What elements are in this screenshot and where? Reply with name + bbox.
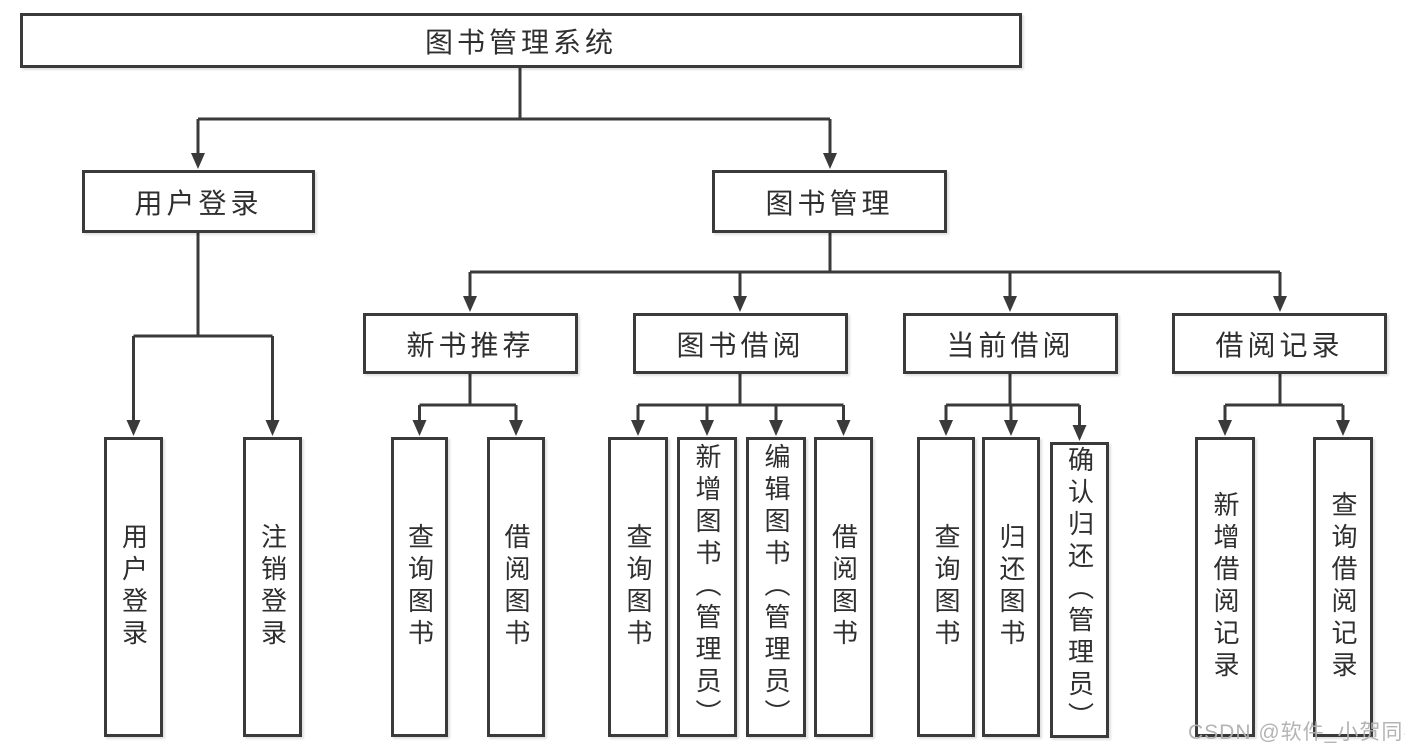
node-edit-books-admin: 编辑图书（管理员）	[746, 437, 806, 737]
node-query-borrow-record: 查询借阅记录	[1313, 437, 1373, 737]
node-label: 归还图书	[996, 523, 1026, 651]
node-add-borrow-record: 新增借阅记录	[1195, 437, 1255, 737]
node-borrow-books-recommend: 借阅图书	[487, 437, 545, 737]
node-library-management-system: 图书管理系统	[20, 13, 1022, 68]
node-label: 查询图书	[623, 523, 653, 651]
node-query-books-recommend: 查询图书	[391, 437, 448, 737]
watermark-text: CSDN @软件_小贺同学	[1188, 721, 1405, 744]
node-current-borrowing: 当前借阅	[903, 313, 1118, 374]
node-user-login-leaf: 用户登录	[104, 437, 163, 737]
node-label: 注销登录	[257, 523, 288, 651]
node-user-login: 用户登录	[82, 170, 315, 233]
node-confirm-return-admin: 确认归还（管理员）	[1050, 442, 1109, 738]
node-logout: 注销登录	[243, 437, 302, 737]
node-book-management: 图书管理	[712, 170, 947, 233]
node-return-books: 归还图书	[982, 437, 1040, 737]
node-query-books-borrowing: 查询图书	[608, 437, 668, 737]
node-label: 用户登录	[134, 187, 263, 219]
node-label: 查询图书	[931, 523, 961, 651]
node-label: 用户登录	[118, 523, 149, 651]
node-book-borrowing: 图书借阅	[633, 313, 848, 374]
node-borrowing-records: 借阅记录	[1172, 313, 1387, 374]
node-label: 确认归还（管理员）	[1064, 446, 1095, 734]
node-label: 编辑图书（管理员）	[761, 443, 791, 731]
node-label: 新增借阅记录	[1210, 491, 1240, 683]
node-label: 新增图书（管理员）	[692, 443, 722, 731]
node-new-book-recommendation: 新书推荐	[363, 313, 578, 374]
node-label: 图书借阅	[676, 329, 805, 361]
node-label: 借阅图书	[828, 523, 859, 651]
node-label: 新书推荐	[406, 329, 535, 361]
node-label: 查询图书	[404, 523, 435, 651]
node-borrow-books-borrowing: 借阅图书	[814, 437, 873, 737]
node-label: 图书管理	[765, 187, 894, 219]
node-query-books-current: 查询图书	[917, 437, 975, 737]
node-label: 借阅图书	[501, 523, 531, 651]
node-add-books-admin: 新增图书（管理员）	[677, 437, 737, 737]
node-label: 借阅记录	[1215, 329, 1344, 361]
node-label: 图书管理系统	[424, 26, 617, 58]
node-label: 当前借阅	[946, 329, 1075, 361]
node-label: 查询借阅记录	[1328, 491, 1358, 683]
